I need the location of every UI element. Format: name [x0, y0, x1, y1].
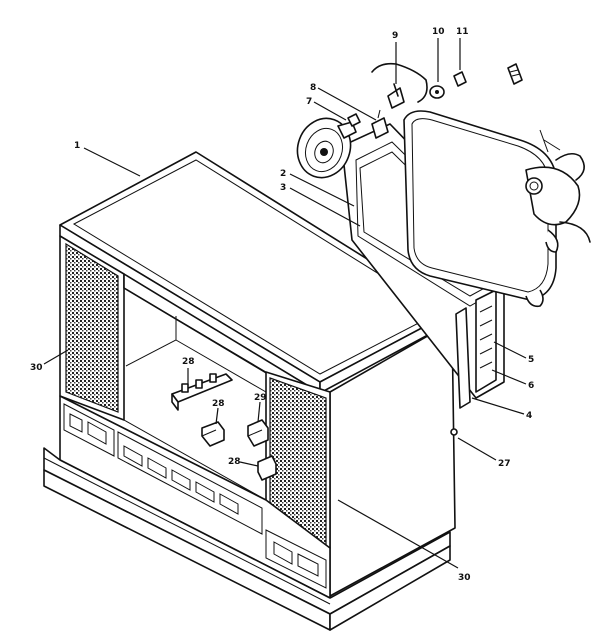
- left-grille-cloth: [65, 242, 119, 413]
- small-block-left: [201, 421, 225, 447]
- label-6: 6: [528, 381, 534, 391]
- picture-tube: [371, 62, 591, 308]
- part-labels: 1 2 3 4 5 6 7 8 9 10 11 27 28 28 29 28 3…: [30, 27, 534, 583]
- control-strip: [475, 289, 497, 393]
- label-2: 2: [280, 169, 286, 179]
- label-3: 3: [280, 183, 286, 193]
- trim-piece: [455, 307, 471, 409]
- tube-yoke: [525, 177, 543, 195]
- cabinet-base-front: [59, 395, 331, 599]
- label-1: 1: [74, 141, 80, 151]
- label-8: 8: [310, 83, 316, 93]
- tube-cable: [371, 62, 428, 103]
- leader-lines: [43, 38, 527, 569]
- small-block-right: [247, 419, 269, 447]
- label-9: 9: [392, 31, 398, 41]
- label-11: 11: [456, 27, 469, 37]
- speaker: [296, 117, 357, 179]
- label-10: 10: [432, 27, 445, 37]
- cabinet-plinth-side: [329, 545, 451, 631]
- label-4: 4: [526, 411, 532, 421]
- label-30-left: 30: [30, 363, 43, 373]
- base-panels: [63, 403, 327, 589]
- interior-back-edge: [125, 316, 177, 367]
- bracket-8: [371, 117, 389, 139]
- label-28-middle: 28: [212, 399, 225, 409]
- label-29: 29: [254, 393, 267, 403]
- label-5: 5: [528, 355, 534, 365]
- screw-11: [453, 71, 467, 87]
- label-27: 27: [498, 459, 511, 469]
- tube-face: [403, 110, 557, 301]
- label-30-bottom: 30: [458, 573, 471, 583]
- hardware: [347, 63, 523, 436]
- label-28-top: 28: [182, 357, 195, 367]
- label-28-bottom: 28: [228, 457, 241, 467]
- interior-parts: [171, 373, 277, 481]
- label-7: 7: [306, 97, 312, 107]
- small-block-lower: [257, 455, 277, 481]
- screw-top-right: [507, 63, 523, 85]
- cabinet: [43, 151, 456, 631]
- screw-7: [347, 113, 361, 127]
- screw-27: [450, 428, 458, 436]
